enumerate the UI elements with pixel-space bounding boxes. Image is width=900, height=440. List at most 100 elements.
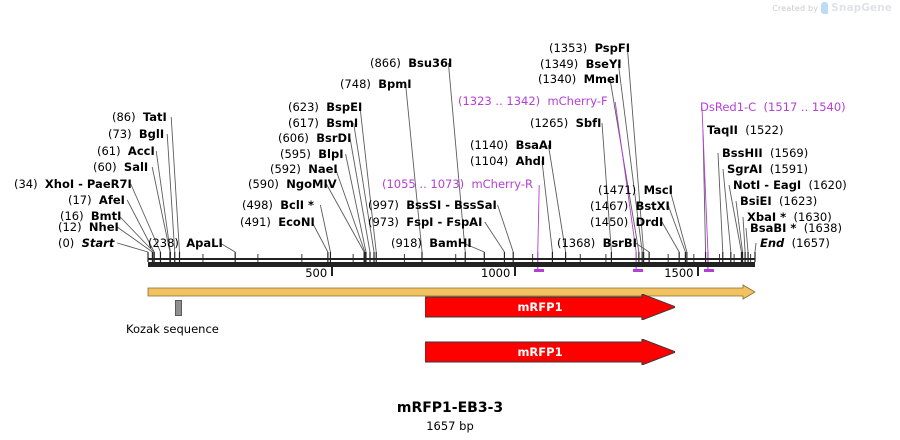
site-position: (617) bbox=[288, 116, 319, 130]
site-position: (1104) bbox=[470, 154, 509, 168]
enzyme-name: BssSI - BssSaI bbox=[406, 198, 497, 212]
enzyme-name: BssHII bbox=[722, 146, 763, 160]
primer-name: mCherry-F bbox=[547, 94, 608, 108]
site-position: (1657) bbox=[791, 236, 830, 250]
restriction-site-label[interactable]: NotI - EagI (1620) bbox=[733, 179, 847, 191]
restriction-site-label[interactable]: (606) BsrDI bbox=[278, 132, 351, 144]
restriction-site-label[interactable]: (866) Bsu36I bbox=[370, 57, 452, 69]
enzyme-name: DrdI bbox=[635, 215, 664, 229]
restriction-site-label[interactable]: (1104) AhdI bbox=[470, 155, 545, 167]
enzyme-name: FspI - FspAI bbox=[406, 215, 483, 229]
site-position: (1140) bbox=[470, 138, 509, 152]
enzyme-name: BclI * bbox=[280, 198, 315, 212]
primer-label[interactable]: DsRed1-C (1517 .. 1540) bbox=[700, 101, 846, 113]
site-position: (606) bbox=[278, 131, 309, 145]
primer-label[interactable]: (1055 .. 1073) mCherry-R bbox=[382, 178, 533, 190]
site-position: (1630) bbox=[793, 210, 832, 224]
enzyme-name: NotI - EagI bbox=[733, 178, 802, 192]
ruler-tick-label: 1500 bbox=[664, 266, 694, 280]
site-position: (1620) bbox=[808, 178, 847, 192]
restriction-site-label[interactable]: (1353) PspFI bbox=[549, 42, 630, 54]
restriction-site-label[interactable]: (592) NaeI bbox=[270, 163, 338, 175]
site-position: (592) bbox=[270, 162, 301, 176]
restriction-site-label[interactable]: (17) AfeI bbox=[68, 194, 125, 206]
site-position: (595) bbox=[280, 147, 311, 161]
restriction-site-label[interactable]: (1467) BstXI bbox=[590, 200, 670, 212]
primer-marker[interactable] bbox=[534, 269, 545, 272]
sequence-backbone bbox=[148, 262, 755, 267]
restriction-site-label[interactable]: (60) SalI bbox=[93, 161, 148, 173]
site-position: (1591) bbox=[769, 162, 808, 176]
feature-arrow-shape bbox=[424, 293, 677, 321]
restriction-site-label[interactable]: (617) BsmI bbox=[288, 117, 358, 129]
restriction-site-label[interactable]: (1265) SbfI bbox=[530, 117, 601, 129]
primer-marker[interactable] bbox=[703, 269, 714, 272]
site-position: (60) bbox=[93, 160, 117, 174]
site-position: (748) bbox=[340, 77, 371, 91]
enzyme-name: BstXI bbox=[635, 199, 670, 213]
site-position: (973) bbox=[368, 215, 399, 229]
restriction-site-label[interactable]: (595) BlpI bbox=[280, 148, 343, 160]
enzyme-name: ApaLI bbox=[186, 236, 223, 250]
enzyme-name: TatI bbox=[142, 110, 167, 124]
ruler-tick-label: 500 bbox=[305, 266, 328, 280]
primer-range: (1323 .. 1342) bbox=[458, 94, 541, 108]
feature-arrow-mrfp1[interactable]: mRFP1 bbox=[424, 293, 677, 321]
restriction-site-label[interactable]: (0) Start bbox=[58, 237, 114, 249]
enzyme-name: NaeI bbox=[308, 162, 338, 176]
restriction-site-label[interactable]: (73) BglI bbox=[108, 128, 164, 140]
enzyme-name: EcoNI bbox=[278, 215, 315, 229]
restriction-site-label[interactable]: (1450) DrdI bbox=[590, 216, 663, 228]
enzyme-name: BsaAI bbox=[515, 138, 553, 152]
enzyme-name: BspEI bbox=[326, 100, 363, 114]
restriction-site-label[interactable]: (12) NheI bbox=[58, 221, 119, 233]
enzyme-name: BglI bbox=[138, 127, 165, 141]
restriction-site-label[interactable]: (238) ApaLI bbox=[148, 237, 223, 249]
site-position: (498) bbox=[242, 198, 273, 212]
enzyme-name: AhdI bbox=[515, 154, 546, 168]
enzyme-name: SalI bbox=[123, 160, 149, 174]
kozak-marker[interactable] bbox=[175, 300, 183, 316]
site-position: (86) bbox=[112, 110, 136, 124]
ruler-tick-mark bbox=[331, 267, 334, 276]
restriction-site-label[interactable]: (973) FspI - FspAI bbox=[368, 216, 482, 228]
site-position: (866) bbox=[370, 56, 401, 70]
site-position: (1471) bbox=[598, 183, 637, 197]
site-position: (623) bbox=[288, 100, 319, 114]
restriction-site-label[interactable]: (1368) BsrBI bbox=[557, 237, 637, 249]
restriction-site-label[interactable]: (590) NgoMIV bbox=[248, 178, 337, 190]
site-position: (17) bbox=[68, 193, 92, 207]
restriction-site-label[interactable]: (61) AccI bbox=[97, 145, 155, 157]
restriction-site-label[interactable]: (1471) MscI bbox=[598, 184, 673, 196]
enzyme-name: XhoI - PaeR7I bbox=[44, 177, 132, 191]
enzyme-name: NheI bbox=[88, 220, 119, 234]
restriction-site-label[interactable]: (997) BssSI - BssSaI bbox=[368, 199, 497, 211]
restriction-site-label[interactable]: (498) BclI * bbox=[242, 199, 314, 211]
restriction-site-label[interactable]: SgrAI (1591) bbox=[727, 163, 808, 175]
site-position: (1638) bbox=[803, 221, 842, 235]
ruler-tick-mark bbox=[514, 267, 517, 276]
restriction-site-label[interactable]: (491) EcoNI bbox=[240, 216, 315, 228]
restriction-site-label[interactable]: (34) XhoI - PaeR7I bbox=[14, 178, 132, 190]
restriction-site-label[interactable]: (1340) MmeI bbox=[538, 73, 619, 85]
restriction-site-label[interactable]: (623) BspEI bbox=[288, 101, 362, 113]
restriction-site-label[interactable]: BsaBI * (1638) bbox=[750, 222, 842, 234]
restriction-site-label[interactable]: XbaI * (1630) bbox=[747, 211, 832, 223]
restriction-site-label[interactable]: (1349) BseYI bbox=[540, 58, 622, 70]
enzyme-name: BsrBI bbox=[602, 236, 637, 250]
feature-arrow-mrfp1[interactable]: mRFP1 bbox=[424, 338, 677, 366]
restriction-site-label[interactable]: BsiEI (1623) bbox=[740, 195, 817, 207]
restriction-site-label[interactable]: TaqII (1522) bbox=[707, 124, 783, 136]
restriction-site-label[interactable]: (918) BamHI bbox=[391, 237, 472, 249]
site-position: (491) bbox=[240, 215, 271, 229]
restriction-site-label[interactable]: (1140) BsaAI bbox=[470, 139, 552, 151]
snapgene-logo-icon bbox=[821, 2, 829, 14]
restriction-site-label[interactable]: (16) BmtI bbox=[60, 210, 121, 222]
restriction-site-label[interactable]: End (1657) bbox=[760, 237, 830, 249]
restriction-site-label[interactable]: (86) TatI bbox=[112, 111, 167, 123]
primer-label[interactable]: (1323 .. 1342) mCherry-F bbox=[458, 95, 608, 107]
primer-marker[interactable] bbox=[632, 269, 643, 272]
site-position: (12) bbox=[58, 220, 82, 234]
restriction-site-label[interactable]: (748) BpmI bbox=[340, 78, 412, 90]
restriction-site-label[interactable]: BssHII (1569) bbox=[722, 147, 808, 159]
